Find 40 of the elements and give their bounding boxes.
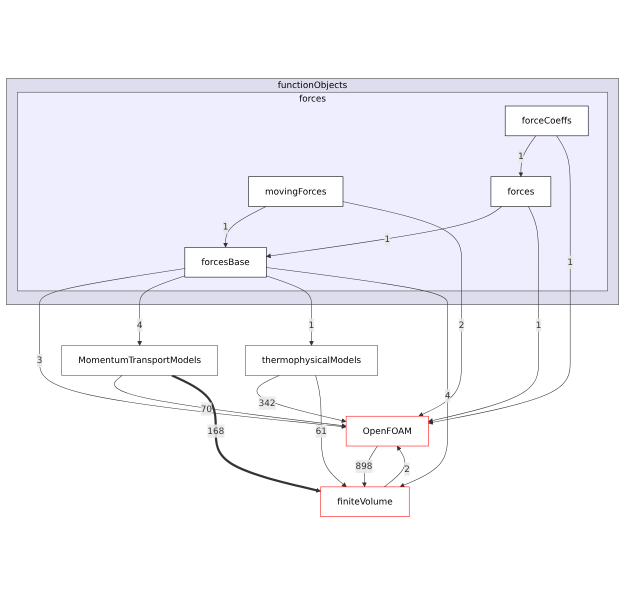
- edge-label: 4: [444, 390, 451, 402]
- edge-label: 1: [308, 320, 314, 331]
- node-box: finiteVolume: [320, 487, 410, 518]
- arrow: [266, 276, 314, 346]
- edge-label: 3: [36, 355, 42, 366]
- arrow: [315, 376, 347, 488]
- node-box: thermophysicalModels: [244, 346, 378, 376]
- arrow: [518, 136, 536, 178]
- arrow: [342, 202, 462, 417]
- arrow: [428, 206, 539, 424]
- arrow: [266, 268, 448, 488]
- node-box: MomentumTransportModels: [61, 346, 218, 376]
- edge-label: 2: [404, 464, 410, 475]
- edge-label: 168: [207, 426, 224, 437]
- arrow: [266, 206, 502, 259]
- edge-label: 1: [222, 222, 228, 232]
- edge-label: 342: [258, 398, 276, 409]
- arrow: [256, 376, 346, 424]
- edge-label: 70: [200, 404, 212, 414]
- node-box: forcesBase: [184, 248, 267, 278]
- edge-label: 61: [316, 426, 327, 437]
- edge-label: 1: [518, 151, 524, 162]
- edge-label: 1: [536, 320, 542, 331]
- arrow: [384, 446, 406, 488]
- arrow: [137, 276, 186, 346]
- edge-label: 2: [458, 320, 464, 331]
- node-box: forceCoeffs: [504, 106, 588, 137]
- arrow: [171, 374, 321, 494]
- arrow: [223, 206, 266, 248]
- edge-label: 1: [384, 234, 390, 245]
- edge-label: 4: [136, 320, 142, 331]
- node-box: OpenFOAM: [346, 416, 429, 447]
- arrow: [362, 446, 378, 488]
- arrow: [428, 136, 570, 426]
- node-box: forces: [490, 176, 552, 208]
- edge-label: 1: [567, 257, 574, 268]
- arrow: [39, 268, 346, 430]
- node-box: movingForces: [248, 176, 344, 208]
- edge-label: 898: [356, 461, 372, 472]
- arrow: [114, 376, 346, 428]
